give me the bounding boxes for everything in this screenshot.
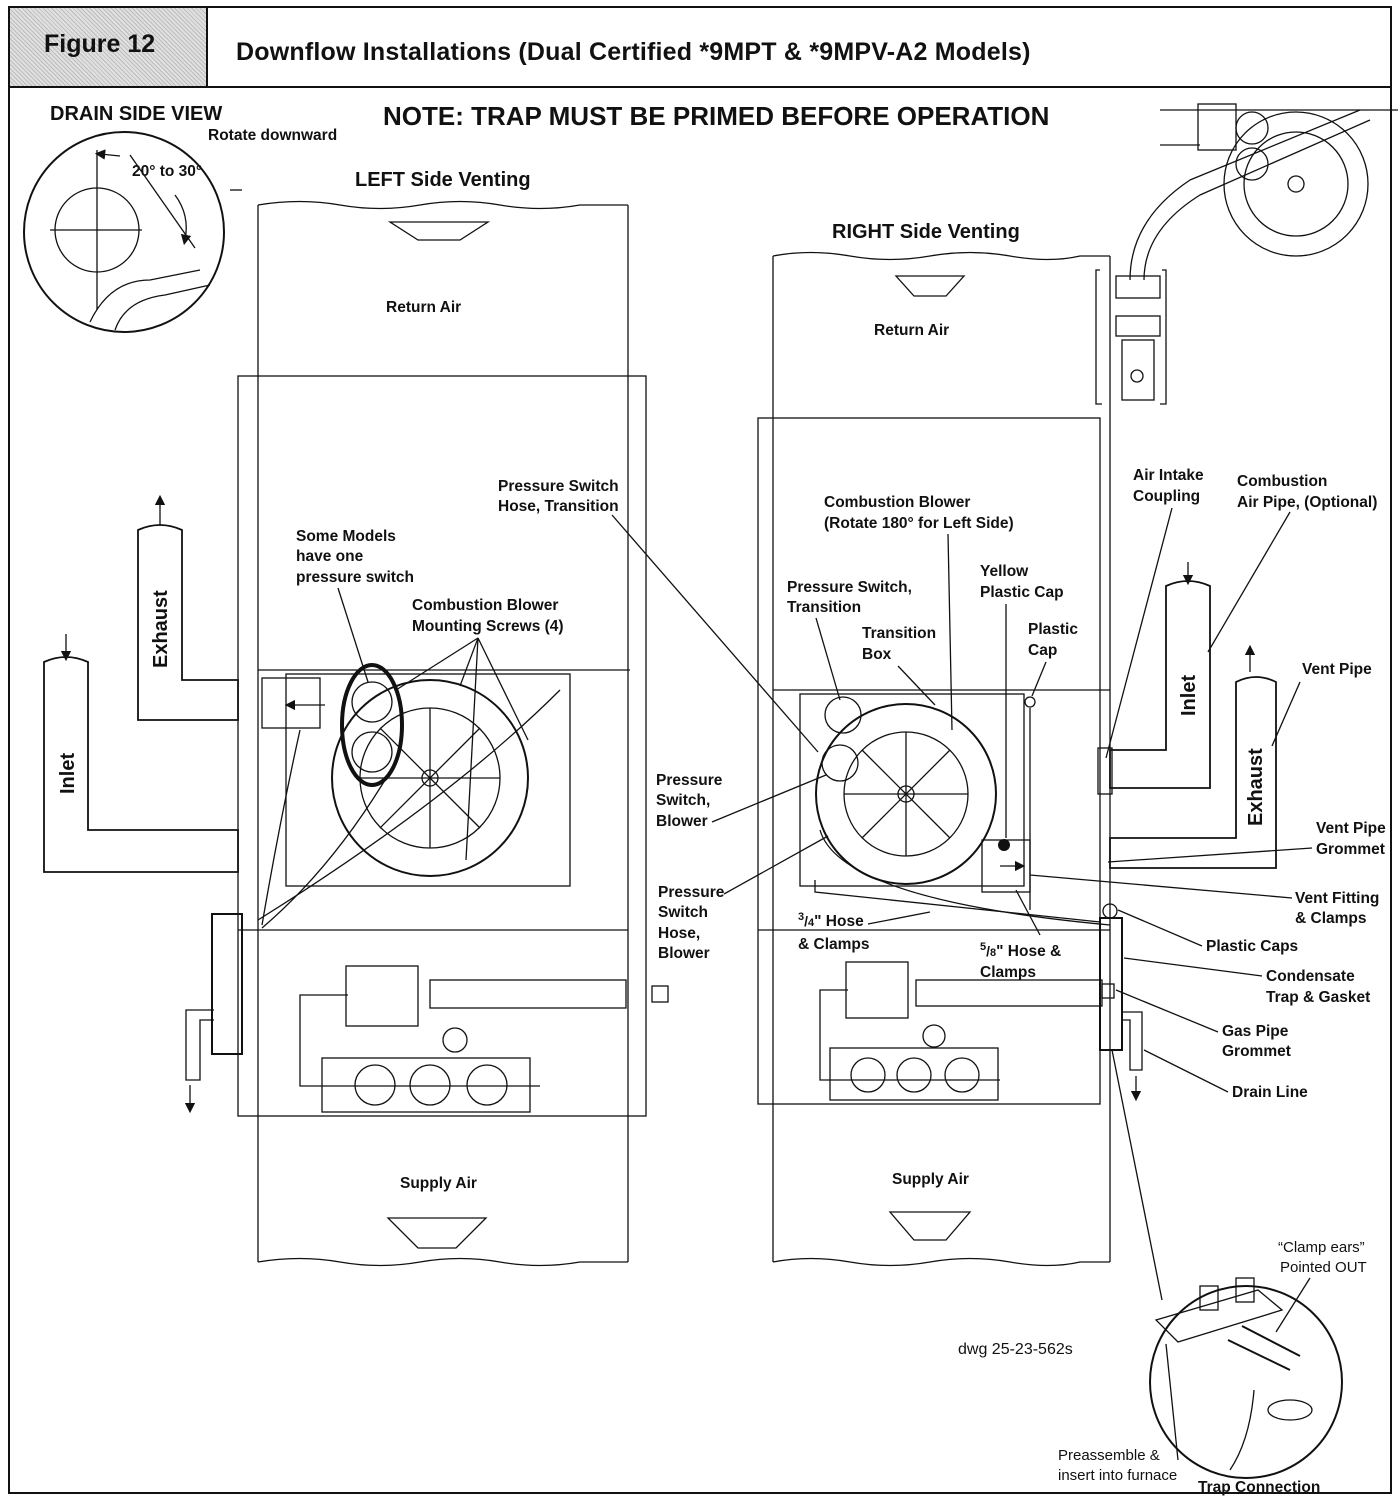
return-air-arrow-right — [894, 275, 966, 297]
supply-air-arrow-left — [386, 1217, 488, 1249]
figure-frame: Figure 12 Downflow Installations (Dual C… — [8, 6, 1392, 1494]
vent-pipe-grommet-label: Vent Pipe Grommet — [1316, 820, 1390, 858]
right-furnace-cabinet — [757, 417, 1101, 1105]
trap-connection-detail: “Clamp ears” Pointed OUT Preassemble & i… — [1058, 1049, 1369, 1496]
supply-air-right: Supply Air — [892, 1171, 969, 1188]
air-intake-coupling — [1097, 747, 1113, 795]
left-inlet-label: Inlet — [57, 753, 79, 794]
ps-hose-transition-label: Pressure Switch Hose, Transition — [498, 478, 623, 515]
top-right-detail — [1095, 103, 1398, 405]
yellow-plastic-cap-label: Yellow Plastic Cap — [980, 563, 1064, 601]
right-combustion-blower — [815, 703, 997, 885]
left-pressure-switch-2 — [351, 731, 393, 773]
drain-side-view: DRAIN SIDE VIEW Rotate downward 20° to 3… — [23, 103, 337, 333]
right-inlet-pipe — [1109, 580, 1211, 789]
gas-pipe-grommet-label: Gas Pipe Grommet — [1222, 1023, 1293, 1060]
return-air-arrow-left — [387, 221, 491, 241]
left-condensate-trap — [211, 913, 243, 1055]
return-air-right: Return Air — [874, 322, 949, 339]
right-inlet-label: Inlet — [1178, 675, 1200, 716]
supply-air-left: Supply Air — [400, 1175, 477, 1192]
left-inlet-pipe — [43, 656, 239, 873]
trap-connection-circle — [1149, 1285, 1343, 1479]
trap-connection-label: Trap Connection — [1198, 1479, 1320, 1496]
left-vent-fitting — [261, 677, 321, 729]
supply-air-arrow-right — [888, 1211, 972, 1241]
ps-transition-label: Pressure Switch, Transition — [787, 579, 916, 616]
vent-fitting-label: Vent Fitting & Clamps — [1295, 890, 1384, 927]
detail-blower — [1223, 111, 1369, 257]
left-pressure-switch-1 — [351, 681, 393, 723]
yellow-plastic-cap — [998, 839, 1010, 851]
left-exhaust-pipe — [137, 524, 239, 721]
right-gas-valve — [845, 961, 909, 1019]
right-pressure-switch-blower — [821, 744, 859, 782]
left-pressure-switch-highlight — [340, 663, 404, 787]
transition-box-label: Transition Box — [862, 625, 940, 663]
figure-number-box: Figure 12 — [10, 8, 208, 86]
right-exhaust-label: Exhaust — [1245, 748, 1267, 826]
figure-title: Downflow Installations (Dual Certified *… — [236, 38, 1031, 66]
plastic-cap-label: Plastic Cap — [1028, 621, 1082, 659]
figure-number: Figure 12 — [44, 30, 156, 58]
combustion-blower-label: Combustion Blower (Rotate 180° for Left … — [824, 494, 1014, 532]
drain-line-label: Drain Line — [1232, 1084, 1308, 1101]
combustion-air-pipe-label: Combustion Air Pipe, (Optional) — [1237, 473, 1377, 511]
some-models-label: Some Models have one pressure switch — [296, 528, 414, 586]
rotate-downward-label: Rotate downward — [208, 127, 337, 144]
left-side-venting-assembly: LEFT Side Venting Return Air Exhaust — [43, 169, 669, 1267]
left-gas-valve — [345, 965, 419, 1027]
vent-pipe-label: Vent Pipe — [1302, 661, 1372, 678]
hose-58-label: 5/8" Hose & Clamps — [980, 941, 1066, 981]
left-combustion-blower — [331, 679, 529, 877]
hose-34-label: 3/4" Hose & Clamps — [798, 911, 870, 953]
right-burner-assembly — [829, 1047, 999, 1101]
right-exhaust-pipe — [1109, 676, 1277, 869]
ps-blower-label: Pressure Switch, Blower — [656, 772, 727, 830]
left-furnace-cabinet — [237, 375, 647, 1117]
air-intake-coupling-label: Air Intake Coupling — [1133, 467, 1208, 505]
right-callouts: Combustion Blower (Rotate 180° for Left … — [787, 467, 1390, 1101]
left-burner-assembly — [321, 1057, 531, 1113]
condensate-trap-label: Condensate Trap & Gasket — [1266, 968, 1370, 1006]
trap-primed-note: NOTE: TRAP MUST BE PRIMED BEFORE OPERATI… — [383, 101, 1049, 131]
drawing-number: dwg 25-23-562s — [958, 1341, 1073, 1358]
right-side-venting-assembly: RIGHT Side Venting Return Air Exhaust — [757, 221, 1277, 1267]
blower-mounting-screws-label: Combustion Blower Mounting Screws (4) — [412, 597, 564, 635]
preassemble-label: Preassemble & insert into furnace — [1058, 1447, 1177, 1484]
right-side-venting-title: RIGHT Side Venting — [832, 221, 1020, 243]
angle-label: 20° to 30° — [132, 163, 202, 180]
middle-callouts: Pressure Switch Hose, Transition Pressur… — [498, 478, 829, 962]
return-air-left: Return Air — [386, 299, 461, 316]
ps-hose-blower-label: Pressure Switch Hose, Blower — [658, 884, 729, 962]
figure-header: Figure 12 Downflow Installations (Dual C… — [10, 8, 1390, 88]
drain-view-circle — [23, 131, 225, 333]
clamp-ears-label: “Clamp ears” Pointed OUT — [1278, 1239, 1369, 1276]
right-pressure-switch-transition — [824, 696, 862, 734]
drain-side-view-title: DRAIN SIDE VIEW — [50, 103, 222, 125]
left-side-venting-title: LEFT Side Venting — [355, 169, 531, 191]
plastic-caps-label: Plastic Caps — [1206, 938, 1298, 955]
left-exhaust-label: Exhaust — [150, 590, 172, 668]
